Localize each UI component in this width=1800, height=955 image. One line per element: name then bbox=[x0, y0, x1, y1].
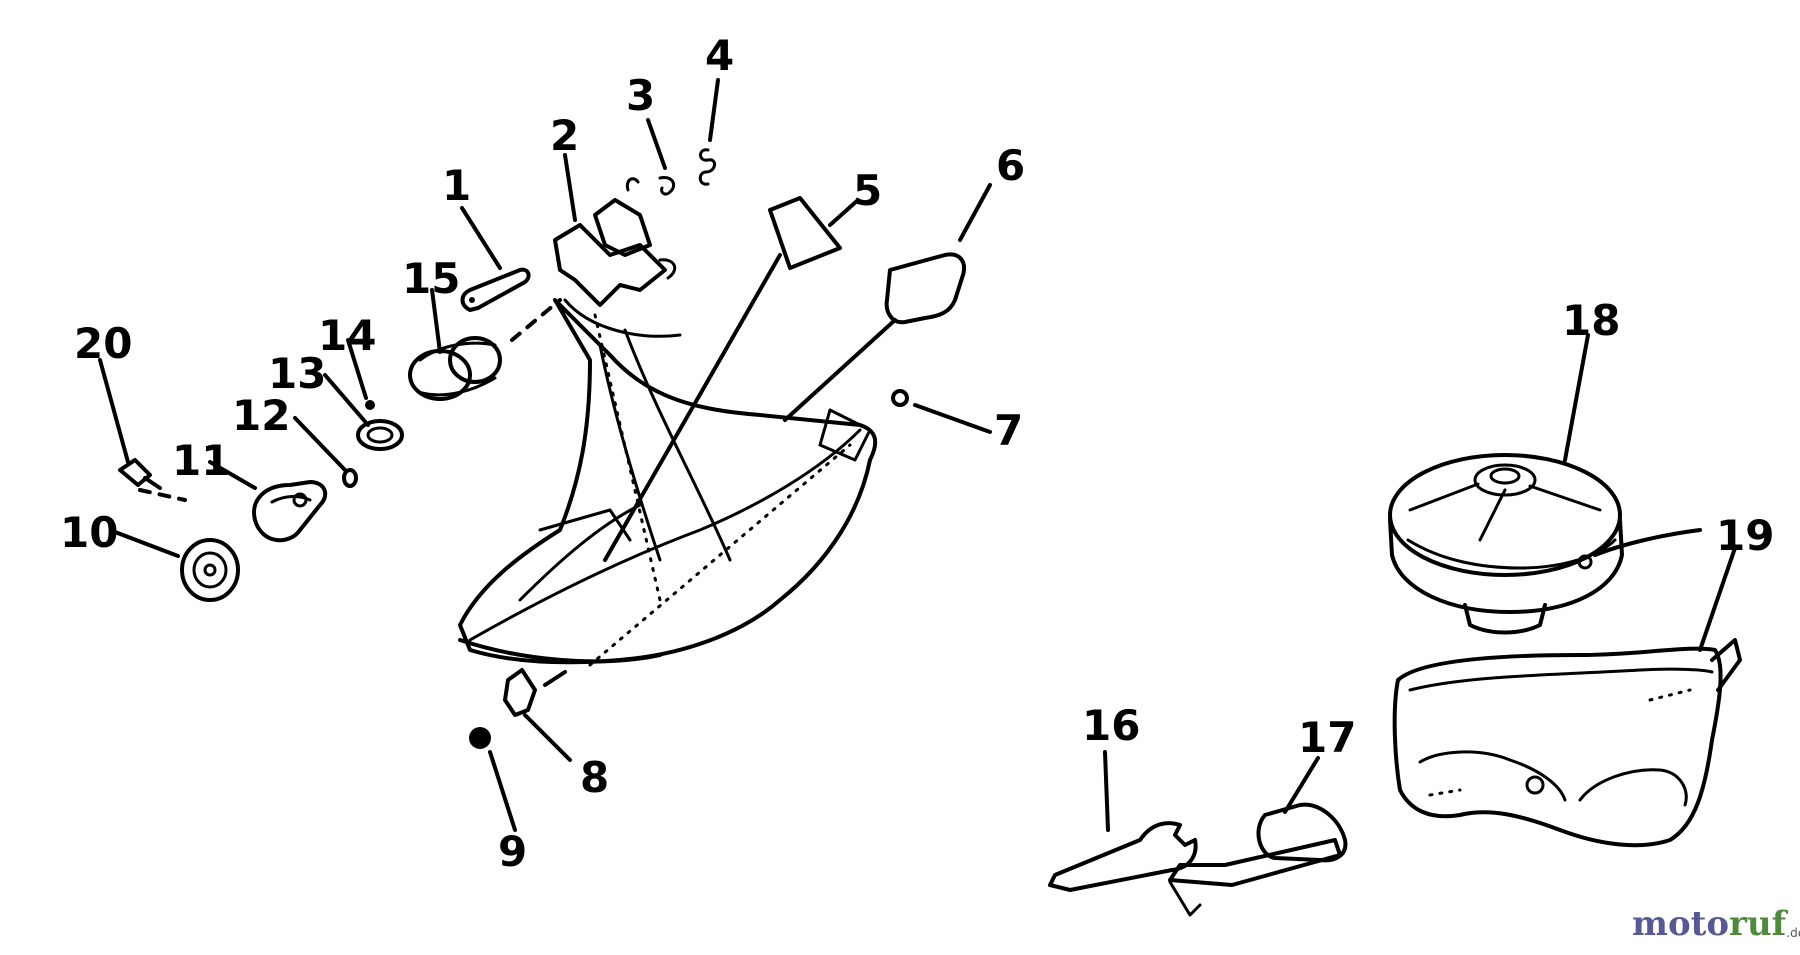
callout-7: 7 bbox=[994, 406, 1023, 455]
callout-19: 19 bbox=[1716, 511, 1774, 560]
callout-15: 15 bbox=[402, 254, 460, 303]
part-1-pin bbox=[460, 267, 531, 312]
part-15-coupler bbox=[408, 336, 502, 401]
callout-10: 10 bbox=[60, 508, 118, 557]
part-6-label-b bbox=[884, 252, 966, 325]
callout-labels: 1 2 3 4 5 6 7 8 9 10 11 12 13 14 15 16 1… bbox=[60, 31, 1774, 876]
callout-3: 3 bbox=[626, 71, 655, 120]
part-18-trimmer-head bbox=[1388, 453, 1702, 635]
watermark-part-a: moto bbox=[1632, 904, 1729, 944]
callout-2: 2 bbox=[550, 111, 579, 160]
callout-4: 4 bbox=[705, 31, 734, 80]
part-12-washer bbox=[342, 468, 358, 488]
part-17-t-tool bbox=[1168, 802, 1348, 917]
part-14-ball bbox=[365, 400, 375, 410]
callout-11: 11 bbox=[172, 436, 230, 485]
svg-text:motoruf.de: motoruf.de bbox=[1632, 904, 1800, 944]
leader-lines bbox=[98, 78, 1737, 832]
part-19-goggles bbox=[1392, 638, 1742, 848]
mount-bracket bbox=[553, 198, 682, 338]
callout-6: 6 bbox=[996, 141, 1025, 190]
part-8-bracket bbox=[503, 668, 537, 717]
callout-17: 17 bbox=[1298, 713, 1356, 762]
callout-5: 5 bbox=[853, 166, 882, 215]
part-20-screw bbox=[118, 458, 162, 490]
part-13-clamp bbox=[356, 419, 404, 451]
callout-1: 1 bbox=[442, 161, 471, 210]
part-10-cap bbox=[180, 538, 240, 602]
part-7-screw bbox=[891, 389, 909, 407]
callout-12: 12 bbox=[232, 391, 290, 440]
callout-8: 8 bbox=[580, 753, 609, 802]
guard-shield bbox=[458, 298, 878, 667]
part-11-housing bbox=[252, 480, 328, 543]
part-4-spring bbox=[698, 148, 716, 186]
watermark-logo: motoruf.de bbox=[1632, 904, 1800, 944]
watermark-suffix: .de bbox=[1786, 926, 1800, 940]
part-16-wrench bbox=[1048, 821, 1198, 892]
part-5-label-a bbox=[768, 196, 842, 270]
callout-14: 14 bbox=[318, 311, 376, 360]
part-9-nut bbox=[469, 727, 491, 749]
callout-16: 16 bbox=[1082, 701, 1140, 750]
callout-13: 13 bbox=[268, 349, 326, 398]
watermark-part-b: ruf bbox=[1729, 904, 1789, 944]
part-3-clip bbox=[625, 175, 676, 196]
callout-20: 20 bbox=[74, 319, 132, 368]
callout-18: 18 bbox=[1562, 296, 1620, 345]
callout-9: 9 bbox=[498, 827, 527, 876]
